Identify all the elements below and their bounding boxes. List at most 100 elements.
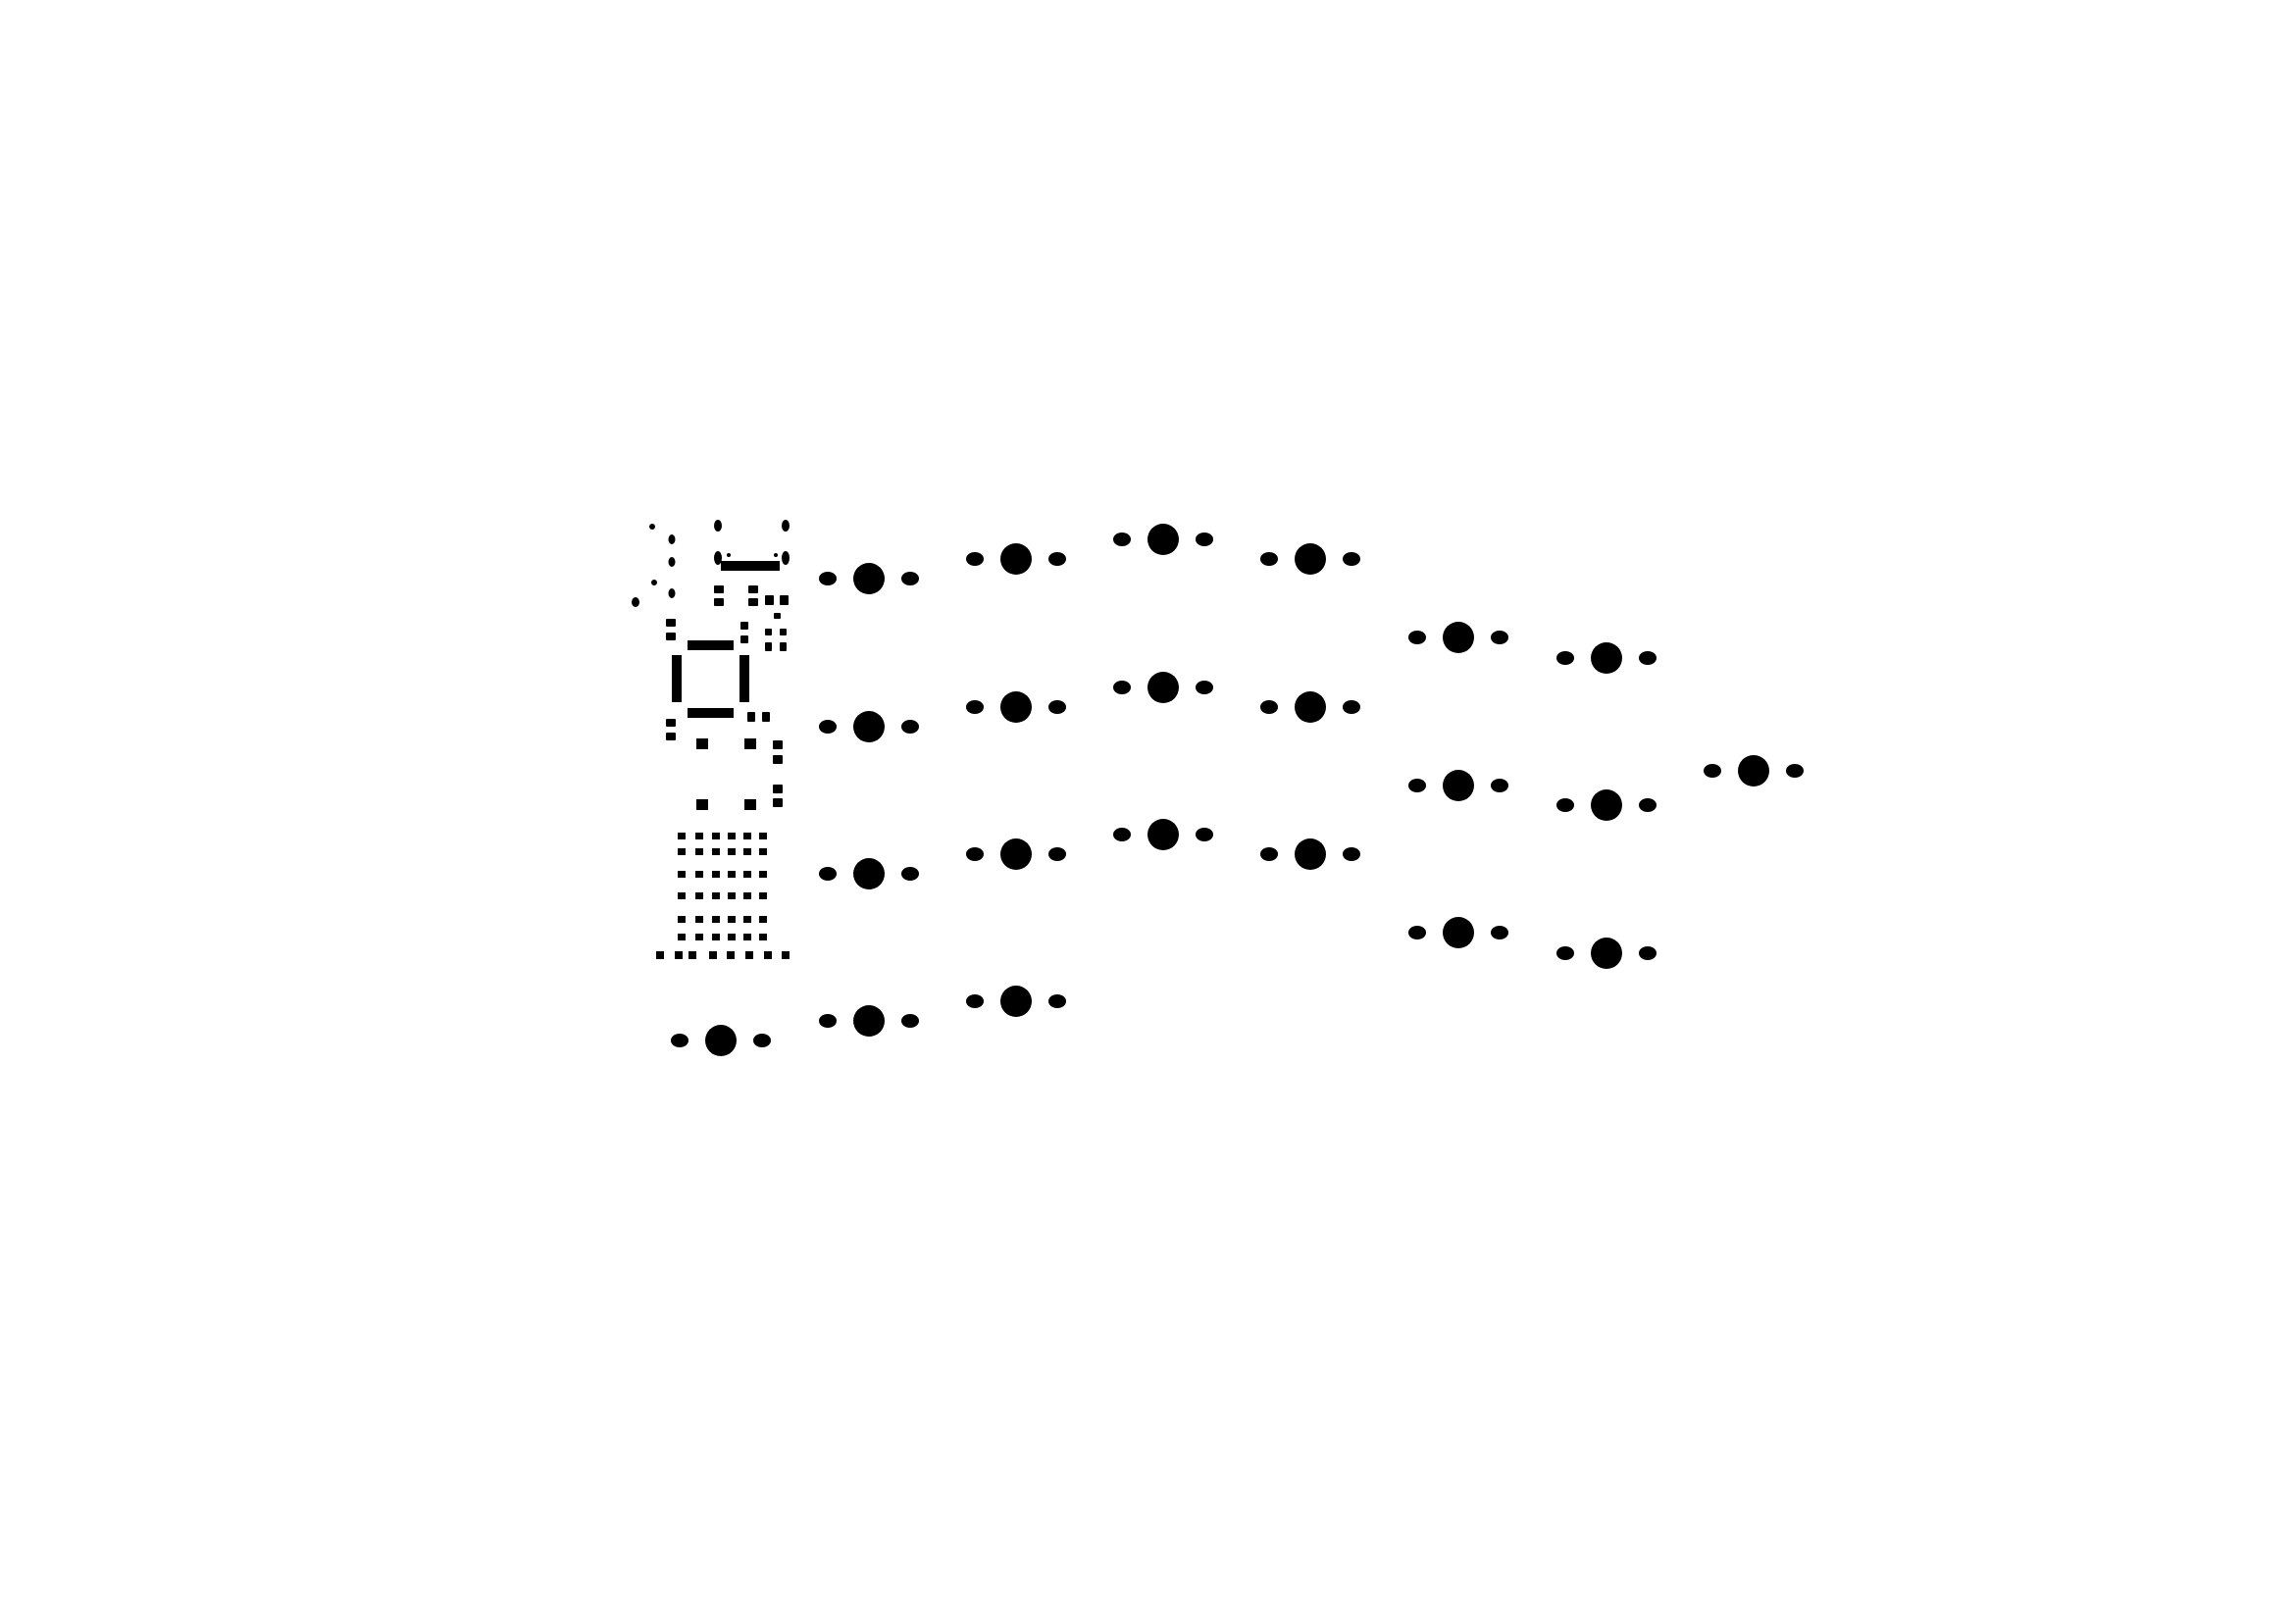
switch-footprint-6 <box>966 691 1066 723</box>
switch-right-pad <box>1048 847 1066 861</box>
switch-center-pad <box>1295 543 1326 575</box>
header-pad <box>728 892 736 899</box>
switch-right-pad <box>901 572 919 585</box>
switch-footprint-13 <box>671 1025 771 1056</box>
switch-right-pad <box>1639 798 1657 812</box>
header-pad <box>759 892 767 899</box>
switch-right-pad <box>1343 552 1360 566</box>
switch-left-pad <box>966 994 984 1008</box>
header-pad <box>678 833 686 839</box>
switch-right-pad <box>1491 926 1508 939</box>
switch-left-pad <box>1408 779 1426 792</box>
header-pad <box>728 871 736 878</box>
switch-center-pad <box>1591 938 1622 969</box>
pin-header-grid <box>656 833 790 959</box>
switch-footprint-4 <box>1260 543 1360 575</box>
switch-left-pad <box>966 700 984 714</box>
switch-footprint-7 <box>1113 672 1213 703</box>
switch-left-pad <box>1556 946 1574 960</box>
switch-center-pad <box>1147 672 1179 703</box>
header-pad <box>712 848 720 855</box>
switch-footprint-12 <box>1260 838 1360 870</box>
switch-left-pad <box>819 720 837 734</box>
switch-center-pad <box>853 858 885 889</box>
switch-left-pad <box>966 847 984 861</box>
switch-right-pad <box>1491 631 1508 644</box>
header-pad <box>759 833 767 839</box>
header-pad <box>678 871 686 878</box>
switch-right-pad <box>1639 651 1657 665</box>
switch-footprint-5 <box>819 711 919 742</box>
switch-left-pad <box>1260 847 1278 861</box>
switch-left-pad <box>819 867 837 881</box>
header-pad <box>728 916 736 923</box>
switch-left-pad <box>819 1014 837 1028</box>
header-pad <box>743 916 751 923</box>
switch-center-pad <box>1591 642 1622 674</box>
header-pad <box>743 871 751 878</box>
switch-left-pad <box>1408 926 1426 939</box>
switch-center-pad <box>1443 917 1474 948</box>
header-pad <box>688 951 696 959</box>
switch-footprint-15 <box>966 986 1066 1017</box>
switch-center-pad <box>1000 838 1032 870</box>
switch-footprint-1 <box>819 563 919 594</box>
header-pad <box>695 833 703 839</box>
switch-center-pad <box>853 711 885 742</box>
switch-center-pad <box>1147 524 1179 555</box>
header-pad <box>782 951 790 959</box>
switch-right-pad <box>1196 681 1213 694</box>
header-pad <box>712 892 720 899</box>
header-pad <box>728 833 736 839</box>
header-pad <box>695 892 703 899</box>
header-pad <box>695 934 703 940</box>
switch-right-pad <box>1196 828 1213 841</box>
switch-left-pad <box>1556 651 1574 665</box>
switch-footprint-21 <box>1556 938 1657 969</box>
header-pad <box>695 871 703 878</box>
header-pad <box>759 871 767 878</box>
header-pad <box>712 871 720 878</box>
switch-center-pad <box>1000 986 1032 1017</box>
switch-footprint-2 <box>966 543 1066 575</box>
switch-right-pad <box>753 1034 771 1047</box>
switch-right-pad <box>1196 533 1213 546</box>
switch-right-pad <box>901 1014 919 1028</box>
switch-left-pad <box>1260 552 1278 566</box>
header-pad <box>764 951 772 959</box>
switch-footprint-14 <box>819 1005 919 1037</box>
header-pad <box>712 833 720 839</box>
switch-left-pad <box>1113 828 1131 841</box>
switch-center-pad <box>1591 789 1622 821</box>
header-pad <box>759 916 767 923</box>
header-pad <box>759 848 767 855</box>
header-pad <box>678 934 686 940</box>
switch-center-pad <box>1147 819 1179 850</box>
switch-left-pad <box>1113 681 1131 694</box>
switch-footprint-11 <box>1113 819 1213 850</box>
switch-center-pad <box>1295 838 1326 870</box>
switch-left-pad <box>1556 798 1574 812</box>
switch-right-pad <box>1048 552 1066 566</box>
switch-right-pad <box>1343 847 1360 861</box>
switch-footprint-9 <box>819 858 919 889</box>
switch-footprints <box>671 524 1804 1056</box>
switch-right-pad <box>901 867 919 881</box>
header-pad <box>695 848 703 855</box>
header-pad <box>709 951 717 959</box>
switch-center-pad <box>1443 622 1474 653</box>
header-pad <box>743 833 751 839</box>
header-pad <box>678 916 686 923</box>
header-pad <box>712 916 720 923</box>
switch-footprint-18 <box>1408 770 1508 801</box>
switch-footprint-3 <box>1113 524 1213 555</box>
switch-center-pad <box>705 1025 737 1056</box>
switch-footprint-22 <box>1704 755 1804 787</box>
switch-center-pad <box>1295 691 1326 723</box>
switch-left-pad <box>1260 700 1278 714</box>
switch-right-pad <box>1048 700 1066 714</box>
switch-right-pad <box>901 720 919 734</box>
header-pad <box>727 951 735 959</box>
